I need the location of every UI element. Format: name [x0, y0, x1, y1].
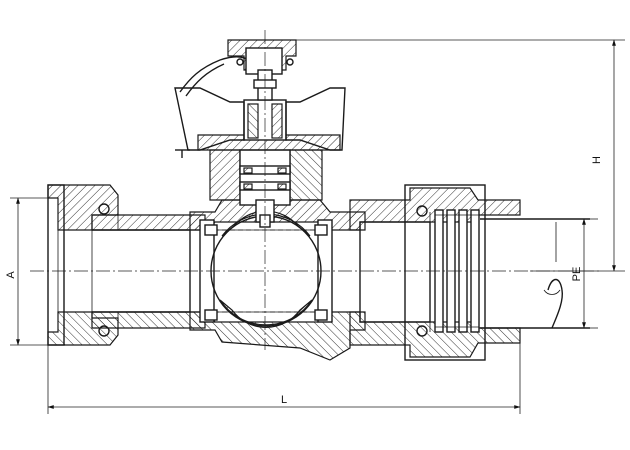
dimension-a: A — [5, 197, 48, 346]
dimension-pe: PE — [571, 218, 598, 329]
top-nut — [227, 39, 297, 101]
dimension-h-label: H — [591, 156, 603, 164]
left-tailpiece — [91, 214, 206, 329]
valve-body — [189, 199, 366, 361]
dimension-a-label: A — [5, 271, 17, 279]
center-lines — [30, 30, 600, 350]
valve-ball — [204, 210, 328, 328]
right-compression-fitting — [349, 184, 521, 361]
dimension-l-label: L — [281, 394, 287, 406]
dimension-pe-label: PE — [571, 267, 583, 282]
dimension-h: H — [296, 39, 625, 272]
pe-pipe — [480, 218, 590, 329]
dimension-l: L — [47, 343, 521, 414]
